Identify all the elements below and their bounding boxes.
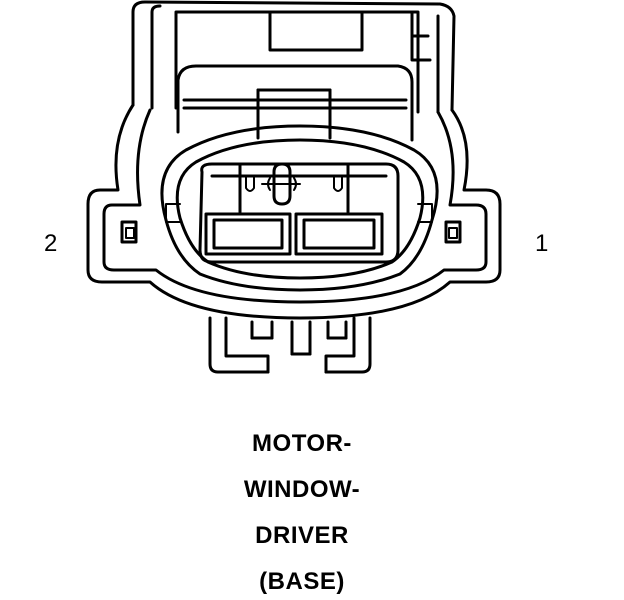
pin-label-2: 2 xyxy=(44,230,58,257)
bottom-clip xyxy=(208,316,372,374)
terminal-housing xyxy=(165,162,433,264)
caption-line-4: (BASE) xyxy=(259,568,345,595)
top-latch xyxy=(131,0,456,114)
terminal-cavity-2 xyxy=(204,212,292,256)
caption-line-1: MOTOR- xyxy=(252,430,352,457)
caption-line-3: DRIVER xyxy=(255,522,349,549)
mating-shroud xyxy=(160,124,439,292)
connector-drawing xyxy=(86,0,502,374)
terminal-cavity-1 xyxy=(294,212,384,256)
connector-body xyxy=(86,103,502,320)
lock-ramp xyxy=(176,64,414,142)
caption-line-2: WINDOW- xyxy=(243,476,361,503)
pin-label-1: 1 xyxy=(535,230,549,257)
